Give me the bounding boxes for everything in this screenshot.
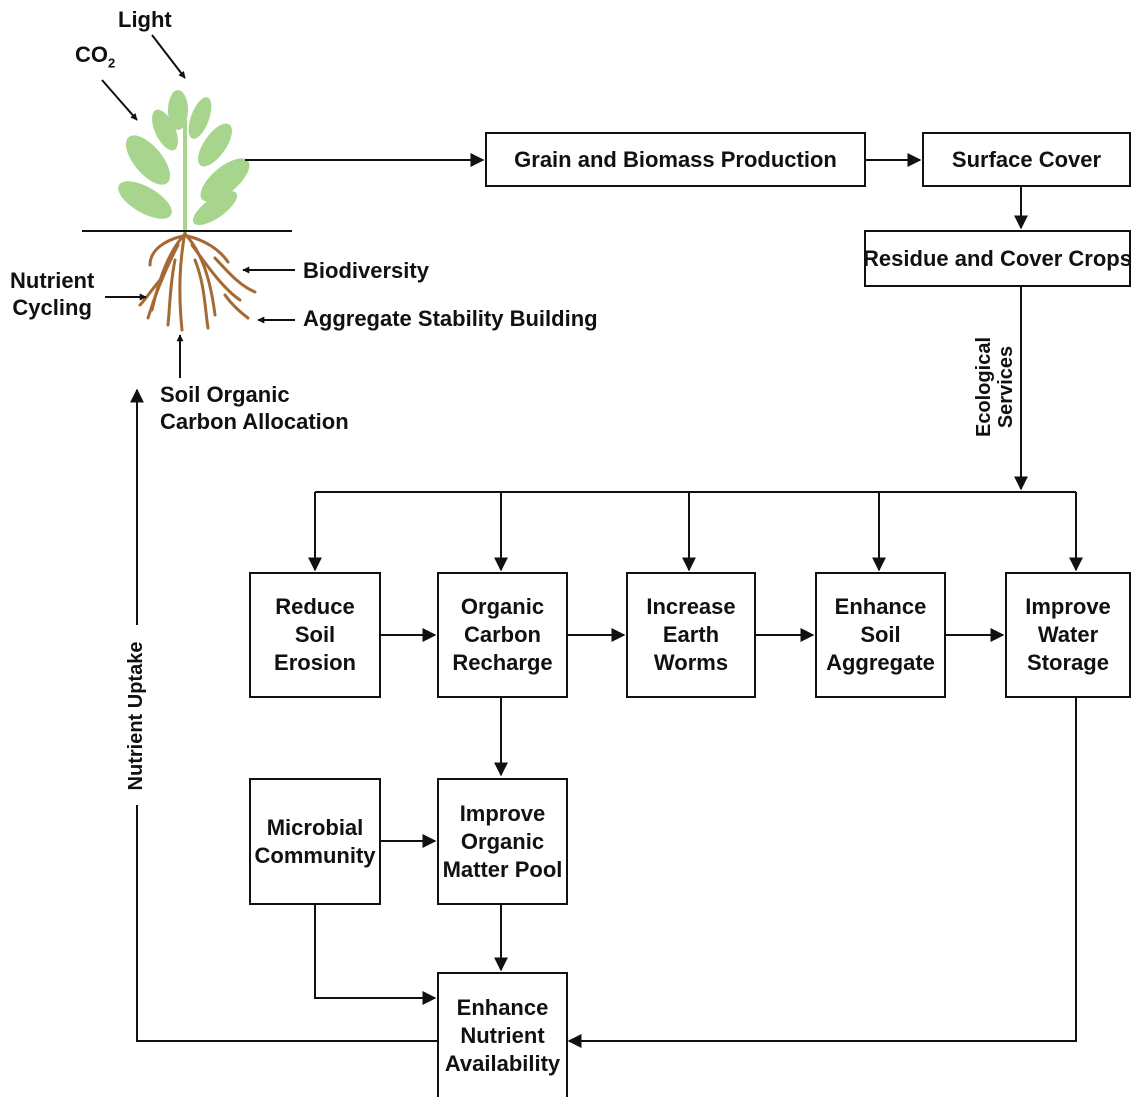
enhance-soil-aggregate-box: Enhance Soil Aggregate: [815, 572, 946, 698]
ecological-services-label: Ecological Services: [973, 336, 1017, 438]
nutrient-uptake-label: Nutrient Uptake: [125, 641, 147, 791]
improve-water-storage-box: Improve Water Storage: [1005, 572, 1131, 698]
increase-earth-worms-box: Increase Earth Worms: [626, 572, 756, 698]
light-label: Light: [118, 7, 172, 32]
aggregate-stability-label: Aggregate Stability Building: [303, 306, 598, 331]
biodiversity-label: Biodiversity: [303, 258, 429, 283]
arrow-light-to-plant: [151, 34, 186, 79]
enhance-nutrient-availability-box: Enhance Nutrient Availability: [437, 972, 568, 1097]
co2-label: CO2: [75, 41, 115, 76]
organic-carbon-recharge-box: Organic Carbon Recharge: [437, 572, 568, 698]
co2-subscript: 2: [108, 55, 116, 71]
reduce-soil-erosion-box: Reduce Soil Erosion: [249, 572, 381, 698]
microbial-community-box: Microbial Community: [249, 778, 381, 905]
soil-carbon-label: Soil Organic Carbon Allocation: [160, 382, 349, 434]
arrow-nutrient-uptake-line: [136, 805, 437, 1042]
arrow-water-to-nutrient: [567, 698, 1077, 1048]
plant-leaves: [118, 90, 250, 226]
arrow-co2-to-plant: [101, 79, 138, 121]
arrow-microbial-to-nutrient: [314, 905, 437, 1005]
grain-biomass-box: Grain and Biomass Production: [485, 132, 866, 187]
plant-roots: [138, 230, 257, 332]
residue-cover-crops-box: Residue and Cover Crops: [863, 230, 1131, 287]
plant-illustration: [118, 90, 257, 332]
surface-cover-box: Surface Cover: [922, 132, 1131, 187]
improve-organic-matter-box: Improve Organic Matter Pool: [437, 778, 568, 905]
nutrient-cycling-label: Nutrient Cycling: [10, 268, 95, 320]
co2-text: CO: [75, 42, 108, 67]
